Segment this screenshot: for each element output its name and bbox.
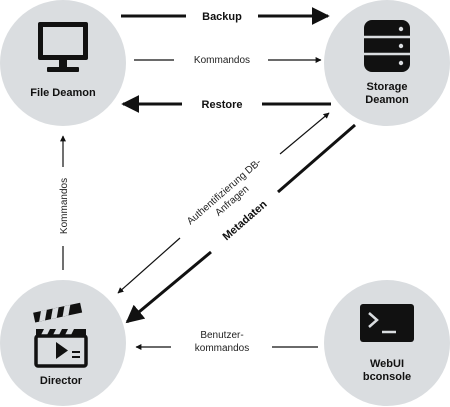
auth-db-arrow: Authentifizierung DB- Anfragen [117, 112, 330, 294]
benutzer-label-line2: kommandos [195, 343, 249, 354]
kommandos-left-label: Kommandos [59, 178, 70, 234]
restore-label: Restore [202, 99, 243, 111]
kommandos-left-arrow: Kommandos [59, 135, 70, 270]
director-label: Director [40, 375, 83, 387]
storage-daemon-label-line2: Deamon [365, 94, 409, 106]
webui-label-line2: bconsole [363, 371, 411, 383]
clapperboard-icon [33, 302, 88, 368]
metadaten-arrow: Metadaten [125, 123, 356, 324]
benutzer-kommandos-arrow: Benutzer- kommandos [135, 330, 318, 354]
monitor-icon [38, 22, 88, 72]
backup-arrow: Backup [121, 7, 330, 25]
terminal-icon [360, 304, 414, 342]
file-daemon-label: File Deamon [30, 87, 96, 99]
storage-daemon-label-line1: Storage [367, 81, 408, 93]
restore-arrow: Restore [121, 95, 331, 113]
director-node [0, 280, 126, 406]
backup-label: Backup [202, 11, 242, 23]
kommandos-top-label: Kommandos [194, 55, 250, 66]
benutzer-label-line1: Benutzer- [200, 330, 243, 341]
webui-label-line1: WebUI [370, 358, 404, 370]
webui-node [324, 280, 450, 406]
kommandos-top-arrow: Kommandos [134, 55, 322, 66]
database-icon [364, 20, 410, 72]
